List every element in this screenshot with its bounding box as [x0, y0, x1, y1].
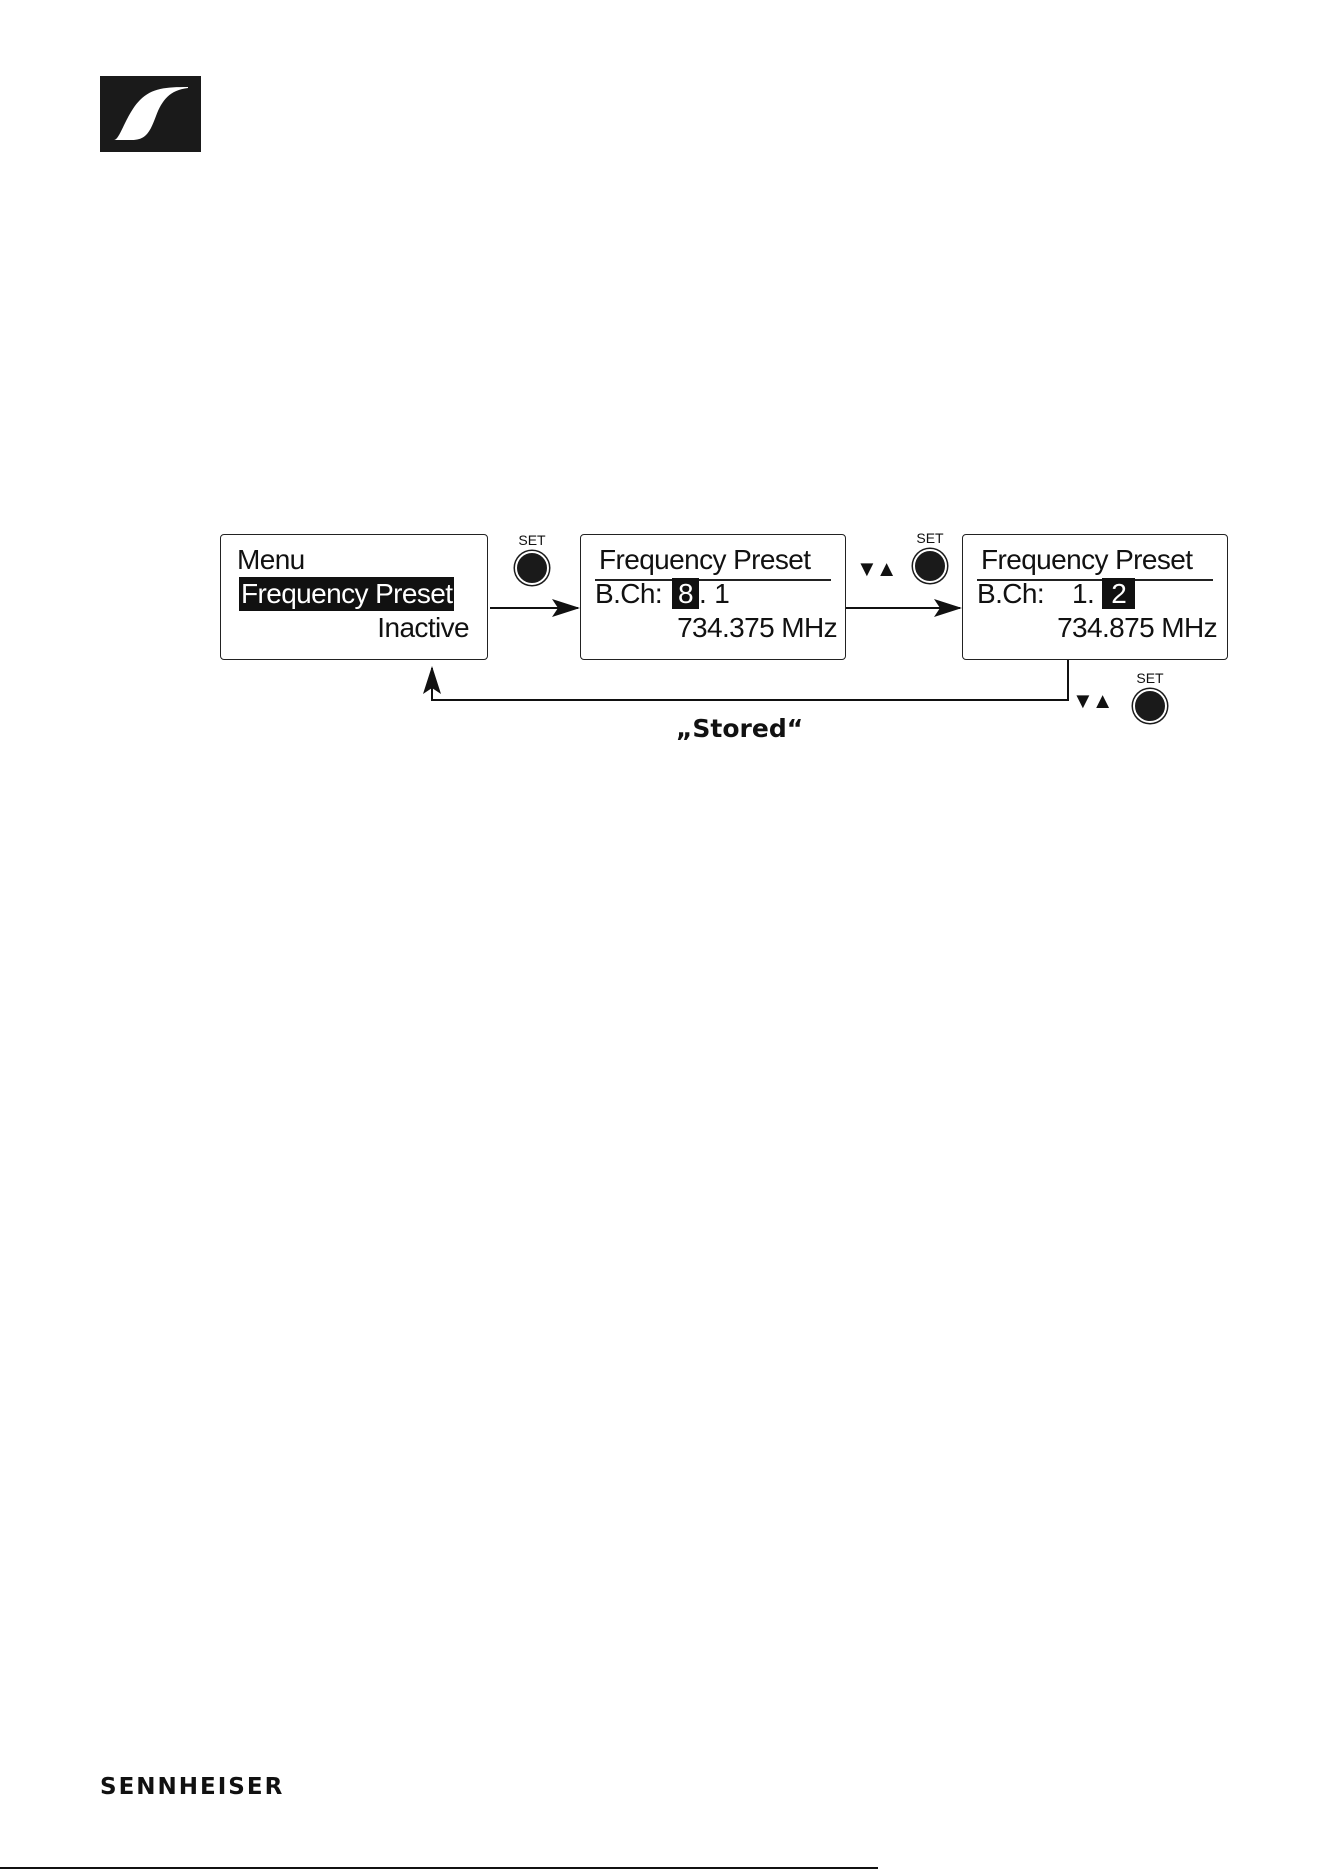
menu-item-frequency-preset: Frequency Preset	[239, 577, 454, 611]
brand-wordmark: SENNHEISER	[100, 1774, 284, 1800]
lcd-menu-screen: Menu Frequency Preset Inactive	[220, 534, 488, 660]
down-up-arrows-icon: ▼▲	[1072, 690, 1112, 712]
down-up-arrows-icon: ▼▲	[856, 558, 896, 580]
flow-connectors	[0, 0, 1324, 800]
set-button-icon	[913, 549, 947, 583]
bch-label: B.Ch:	[595, 578, 662, 609]
stored-caption: „Stored“	[676, 714, 803, 743]
set-label: SET	[912, 530, 948, 546]
bank-value: 1	[1072, 578, 1087, 609]
channel-value: 1	[714, 578, 729, 609]
set-button-icon	[515, 551, 549, 585]
bch-row: B.Ch: 1. 2	[977, 577, 1135, 611]
frequency-value: 734.375 MHz	[677, 611, 837, 645]
bank-value: 8	[672, 578, 699, 609]
flow-arrow-icon	[432, 660, 1068, 700]
bch-separator: .	[1087, 578, 1094, 609]
menu-label: Menu	[237, 543, 305, 577]
screen-title: Frequency Preset	[981, 543, 1192, 577]
set-button: SET	[1132, 670, 1168, 723]
bch-separator: .	[699, 578, 706, 609]
set-button: SET	[514, 532, 550, 585]
bch-label: B.Ch:	[977, 578, 1044, 609]
screen-title: Frequency Preset	[599, 543, 810, 577]
set-label: SET	[514, 532, 550, 548]
bch-row: B.Ch: 8. 1	[595, 577, 729, 611]
channel-value: 2	[1102, 578, 1135, 609]
set-label: SET	[1132, 670, 1168, 686]
lcd-frequency-preset-screen-1: Frequency Preset B.Ch: 8. 1 734.375 MHz	[580, 534, 846, 660]
lcd-frequency-preset-screen-2: Frequency Preset B.Ch: 1. 2 734.875 MHz	[962, 534, 1228, 660]
footer-rule	[0, 1867, 878, 1869]
menu-value-inactive: Inactive	[377, 611, 469, 645]
set-button-icon	[1133, 689, 1167, 723]
set-button: SET	[912, 530, 948, 583]
frequency-value: 734.875 MHz	[1057, 611, 1217, 645]
